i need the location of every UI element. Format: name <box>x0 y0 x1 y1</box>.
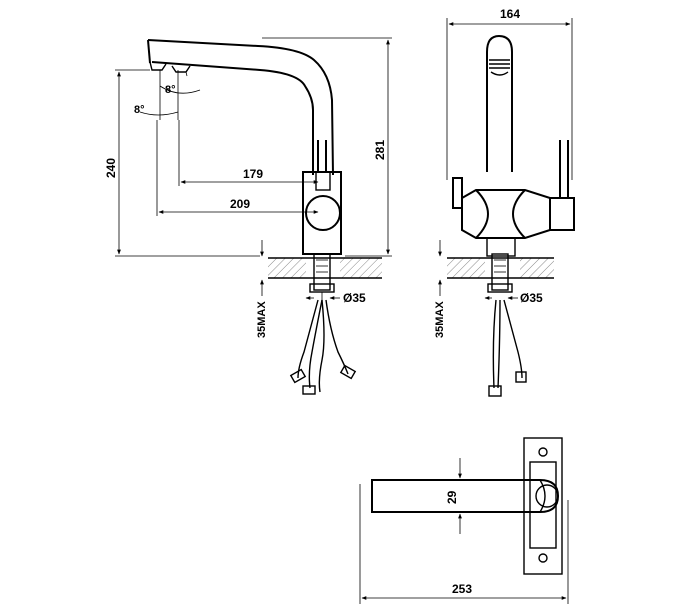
dim-164: 164 <box>446 7 573 180</box>
angle-indicators: 8° 8° <box>134 70 201 120</box>
dim-29: 29 <box>445 458 470 534</box>
dim-281: 281 <box>262 37 392 257</box>
front-deck: 35MAX Ø35 <box>434 240 554 338</box>
side-deck: 35MAX Ø35 <box>256 240 382 338</box>
top-view: 29 253 <box>359 437 569 604</box>
dim-240: 240 <box>104 69 260 257</box>
side-hole-label: Ø35 <box>343 291 366 305</box>
side-view: 8° 8° 179 209 240 281 <box>104 37 392 395</box>
dim-179: 179 <box>178 120 319 186</box>
front-hoses <box>488 299 527 397</box>
dim-253: 253 <box>359 484 569 604</box>
top-base-plate <box>523 437 563 575</box>
dim-209-label: 209 <box>230 197 250 211</box>
side-hoses <box>289 299 357 395</box>
front-body <box>452 140 575 257</box>
dim-209: 209 <box>156 120 319 216</box>
front-deck-thickness-label: 35MAX <box>434 301 446 338</box>
dim-164-label: 164 <box>500 7 520 21</box>
angle-label-upper: 8° <box>165 84 176 96</box>
front-view: 164 <box>434 7 575 397</box>
side-spout <box>147 39 334 176</box>
front-spout <box>486 34 513 172</box>
dim-240-label: 240 <box>104 158 118 178</box>
dim-281-label: 281 <box>373 140 387 160</box>
side-deck-thickness-label: 35MAX <box>256 301 268 338</box>
dim-179-label: 179 <box>243 167 263 181</box>
front-hole-label: Ø35 <box>520 291 543 305</box>
dim-253-label: 253 <box>452 582 472 596</box>
side-body <box>302 140 342 255</box>
angle-label-lower: 8° <box>134 104 145 116</box>
dim-29-label: 29 <box>445 490 459 504</box>
